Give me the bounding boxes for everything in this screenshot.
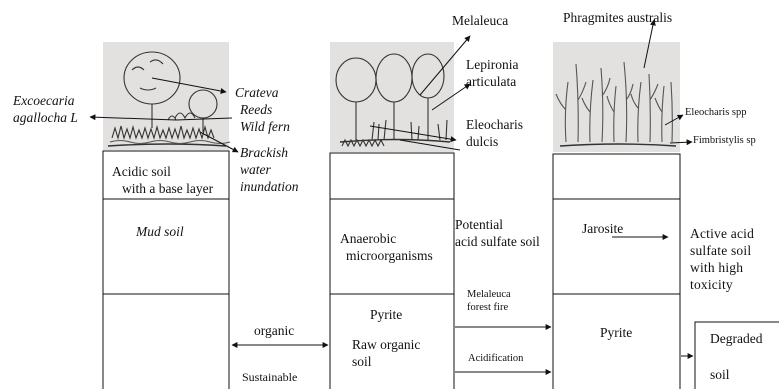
col3-pyrite-label: Pyrite <box>600 324 632 341</box>
label-phragmites: Phragmites australis <box>563 9 672 26</box>
col4-soil-label: soil <box>710 366 730 383</box>
label-brackish-line2: water <box>240 161 299 178</box>
arrow-melaleuca-fire-line2: forest fire <box>467 301 511 314</box>
col2-plants <box>336 54 450 146</box>
col2-anaerobic-line1: Anaerobic <box>340 230 433 247</box>
col3-active-line2: sulfate soil <box>690 242 754 259</box>
label-wild-fern: Wild fern <box>240 118 290 135</box>
label-crateva: Crateva <box>235 84 279 101</box>
arrow-melaleuca-fire-line1: Melaleuca <box>467 288 511 301</box>
col2-potential-line1: Potential <box>455 216 540 233</box>
col2-raw-label: Raw organic soil <box>352 336 420 370</box>
col2-potential-line2: acid sulfate soil <box>455 233 540 250</box>
label-excoecaria-line2: agallocha L <box>13 109 78 126</box>
arrow-melaleuca-fire-label: Melaleuca forest fire <box>467 288 511 314</box>
col2-pyrite-label: Pyrite <box>370 306 402 323</box>
label-fimbristylis: Fimbristylis sp <box>693 134 756 147</box>
col3-active-line4: toxicity <box>690 276 754 293</box>
col1-layer1-line2: with a base layer <box>112 180 213 197</box>
col3-active-line1: Active acid <box>690 225 754 242</box>
col2-anaerobic-label: Anaerobic microorganisms <box>340 230 433 264</box>
label-lepironia: Lepironia articulata <box>466 56 518 90</box>
arrow-acidification-label: Acidification <box>468 352 523 365</box>
label-melaleuca: Melaleuca <box>452 12 508 29</box>
label-eleocharis-line1: Eleocharis <box>466 116 523 133</box>
col3-active-line3: with high <box>690 259 754 276</box>
label-reeds: Reeds <box>240 101 272 118</box>
label-eleocharis-spp: Eleocharis spp <box>685 106 747 119</box>
col3-active-label: Active acid sulfate soil with high toxic… <box>690 225 754 293</box>
col3-jarosite-label: Jarosite <box>582 220 623 237</box>
label-lepironia-line2: articulata <box>466 73 518 90</box>
label-brackish-line1: Brackish <box>240 144 299 161</box>
arrow-sustainable-label: Sustainable <box>242 371 297 384</box>
label-lepironia-line1: Lepironia <box>466 56 518 73</box>
col2-raw-line1: Raw organic <box>352 336 420 353</box>
arrow-organic-label: organic <box>254 322 294 339</box>
label-brackish: Brackish water inundation <box>240 144 299 195</box>
col1-plants <box>108 52 230 146</box>
label-excoecaria-line1: Excoecaria <box>13 92 78 109</box>
label-eleocharis-line2: dulcis <box>466 133 523 150</box>
col2-anaerobic-line2: microorganisms <box>340 247 433 264</box>
col1-layer1-line1: Acidic soil <box>112 163 213 180</box>
label-eleocharis-dulcis: Eleocharis dulcis <box>466 116 523 150</box>
col2-raw-line2: soil <box>352 353 420 370</box>
col1-layer2-label: Mud soil <box>136 223 184 240</box>
col3-plants <box>556 62 676 146</box>
col1-layer1-label: Acidic soil with a base layer <box>112 163 213 197</box>
col4-degraded-label: Degraded <box>710 330 762 347</box>
col2-potential-label: Potential acid sulfate soil <box>455 216 540 250</box>
label-excoecaria: Excoecaria agallocha L <box>13 92 78 126</box>
label-brackish-line3: inundation <box>240 178 299 195</box>
